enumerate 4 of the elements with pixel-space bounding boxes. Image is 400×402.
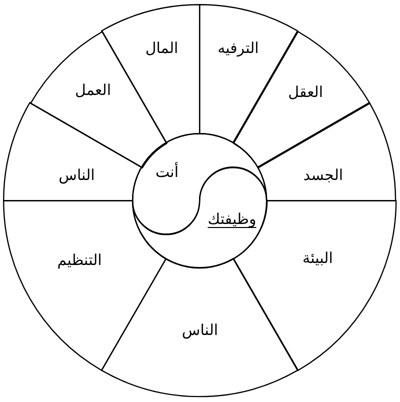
ring-segment: الجسد — [257, 102, 397, 202]
ring-segment: التنظيم — [3, 200, 168, 372]
ring-segment: الناس — [101, 258, 299, 398]
ring-segment: الناس — [3, 102, 143, 202]
